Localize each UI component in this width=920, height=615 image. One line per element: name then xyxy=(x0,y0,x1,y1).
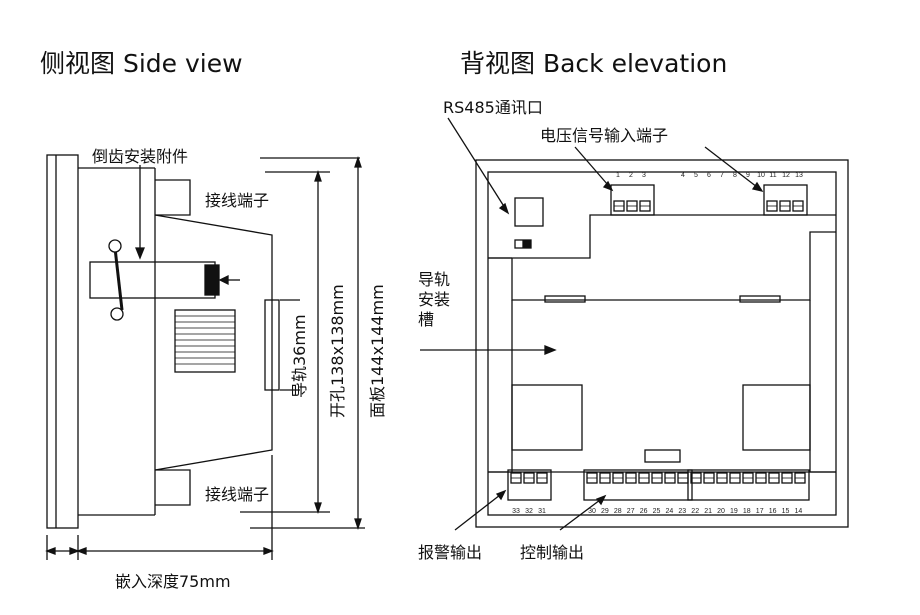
terminal-number: 33 xyxy=(512,508,520,515)
terminal-number: 19 xyxy=(730,508,738,515)
clip-label: 倒齿安装附件 xyxy=(92,147,189,166)
dip-switch xyxy=(514,239,532,249)
terminal-number: 22 xyxy=(691,508,699,515)
terminal-number: 14 xyxy=(795,508,803,515)
vent-grille xyxy=(174,309,236,373)
voltage-input-label: 电压信号输入端子 xyxy=(540,126,669,145)
terminal-bottom-label: 接线端子 xyxy=(205,485,270,504)
rail-slot-line: 槽 xyxy=(418,310,435,329)
side-view-drawing xyxy=(45,154,365,560)
terminal-top xyxy=(155,179,191,216)
front-panel xyxy=(46,154,79,529)
control-output-terminal-block-a xyxy=(583,469,693,501)
side-view-title: 侧视图 Side view xyxy=(40,49,243,78)
rs485-label: RS485通讯口 xyxy=(443,98,543,117)
rail-slot-line: 导轨 xyxy=(418,270,451,289)
terminal-number: 16 xyxy=(769,508,777,515)
terminal-number: 23 xyxy=(678,508,686,515)
rail-clip xyxy=(264,299,280,391)
back-view-title: 背视图 Back elevation xyxy=(460,49,728,78)
rail-dimension: 导轨36mm xyxy=(290,314,309,398)
voltage-input-terminal-block xyxy=(610,184,655,216)
terminal-number: 4 xyxy=(681,172,685,179)
terminal-number: 31 xyxy=(538,508,546,515)
terminal-number: 17 xyxy=(756,508,764,515)
rail-slot-line: 安装 xyxy=(418,290,451,309)
terminal-number: 28 xyxy=(614,508,622,515)
terminal-number: 29 xyxy=(601,508,609,515)
terminal-number: 18 xyxy=(743,508,751,515)
cutout-dimension: 开孔138x138mm xyxy=(328,284,347,418)
terminal-number: 20 xyxy=(717,508,725,515)
terminal-number: 26 xyxy=(640,508,648,515)
terminal-number: 6 xyxy=(707,172,711,179)
alarm-output-terminal-block xyxy=(507,469,552,501)
terminal-number: 24 xyxy=(666,508,674,515)
terminal-number: 11 xyxy=(769,172,776,179)
terminal-number: 5 xyxy=(694,172,698,179)
rs485-port xyxy=(514,197,544,227)
terminal-number: 2 xyxy=(629,172,633,179)
alarm-output-label: 报警输出 xyxy=(418,543,483,562)
terminal-number: 9 xyxy=(746,172,750,179)
terminal-number: 8 xyxy=(733,172,737,179)
back-outer-frame xyxy=(475,159,849,528)
terminal-number: 1 xyxy=(616,172,620,179)
rail-slot-label: 导轨 安装 槽 xyxy=(418,270,450,330)
terminal-bottom xyxy=(155,469,191,506)
terminal-number: 21 xyxy=(704,508,712,515)
terminal-number: 3 xyxy=(642,172,646,179)
terminal-block-11-13 xyxy=(763,184,808,216)
panel-dimension: 面板144x144mm xyxy=(368,284,387,418)
terminal-number: 10 xyxy=(757,172,765,179)
depth-dimension: 嵌入深度75mm xyxy=(115,572,231,591)
terminal-number: 15 xyxy=(782,508,790,515)
housing-body xyxy=(154,214,273,471)
terminal-top-label: 接线端子 xyxy=(205,191,270,210)
terminal-number: 13 xyxy=(795,172,803,179)
control-output-label: 控制输出 xyxy=(520,543,585,562)
terminal-number: 32 xyxy=(525,508,533,515)
control-output-terminal-block-b xyxy=(687,469,810,501)
terminal-number: 27 xyxy=(627,508,635,515)
terminal-number: 25 xyxy=(653,508,661,515)
terminal-number: 30 xyxy=(588,508,596,515)
terminal-number: 12 xyxy=(782,172,790,179)
terminal-number: 7 xyxy=(720,172,724,179)
